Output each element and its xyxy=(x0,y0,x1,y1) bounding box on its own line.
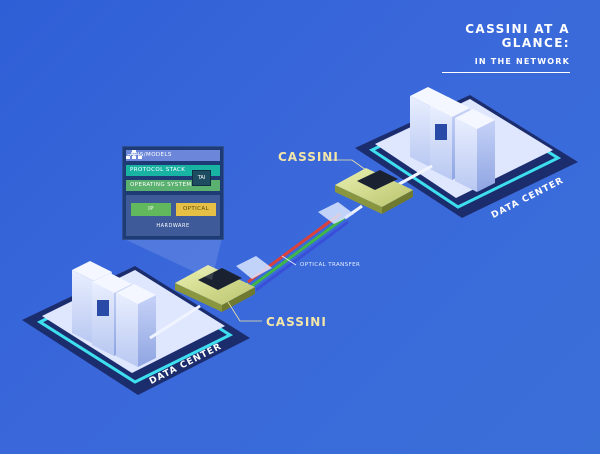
server-left-2-front xyxy=(92,282,114,356)
hardware-label: HARDWARE xyxy=(156,223,190,229)
server-left-2-top xyxy=(92,273,132,293)
tai-badge: TAI xyxy=(192,170,211,186)
software-stack-panel: APIS/MODELS PROTOCOL STACK OPERATING SYS… xyxy=(122,146,224,240)
server-right-2-front xyxy=(430,106,452,180)
cassini-top-ports xyxy=(357,170,398,190)
optical-transfer-pointer xyxy=(281,255,297,266)
stack-callout-cone xyxy=(122,238,222,280)
cassini-bottom-ports xyxy=(198,268,242,290)
optical-plate-right xyxy=(318,202,354,224)
server-left-1-front xyxy=(72,270,94,344)
stack-layer-hardware: IP OPTICAL HARDWARE xyxy=(126,195,220,236)
stack-layer-apis: APIS/MODELS xyxy=(126,150,220,161)
cassini-label-top: CASSINI xyxy=(278,150,339,164)
server-right-2-top xyxy=(430,97,470,117)
fiber-green xyxy=(251,216,345,288)
stack-apis-label: APIS/MODELS xyxy=(130,152,172,158)
server-right-screen xyxy=(435,124,447,140)
cassini-bottom-leader xyxy=(227,301,262,322)
data-center-left xyxy=(22,261,250,395)
page-title: CASSINI AT A GLANCE: xyxy=(465,22,570,50)
optical-plate-left xyxy=(236,256,272,279)
chip-optical: OPTICAL xyxy=(176,203,216,216)
server-right-1-front xyxy=(410,96,432,168)
cassini-device-bottom xyxy=(175,265,255,312)
server-right-3-front xyxy=(455,118,477,192)
server-left-3-front xyxy=(116,293,138,367)
fiber-blue xyxy=(255,220,349,292)
server-right-3-side xyxy=(477,120,495,192)
page-subtitle: IN THE NETWORK xyxy=(474,57,570,66)
server-left-3-top xyxy=(116,284,156,304)
cassini-top-side2 xyxy=(382,190,413,214)
cassini-top-side xyxy=(335,185,382,214)
title-divider xyxy=(442,72,570,73)
title-block: CASSINI AT A GLANCE: IN THE NETWORK xyxy=(400,22,570,73)
cassini-label-bottom: CASSINI xyxy=(266,315,327,329)
server-left-3-side xyxy=(138,295,156,367)
server-left-1-top xyxy=(72,261,112,281)
stack-layer-protocol: PROTOCOL STACK xyxy=(126,165,220,176)
cassini-top-leader xyxy=(324,159,367,171)
cable-left-to-cassini xyxy=(149,304,201,340)
optical-transfer-label: OPTICAL TRANSFER xyxy=(300,262,361,268)
cassini-bottom-side xyxy=(175,283,222,312)
stack-layer-os: OPERATING SYSTEM xyxy=(126,180,220,191)
cassini-device-top xyxy=(335,168,413,214)
server-left-screen xyxy=(97,300,109,316)
network-icon xyxy=(126,150,142,159)
chip-ip: IP xyxy=(131,203,171,216)
server-right-3-top xyxy=(455,109,495,129)
